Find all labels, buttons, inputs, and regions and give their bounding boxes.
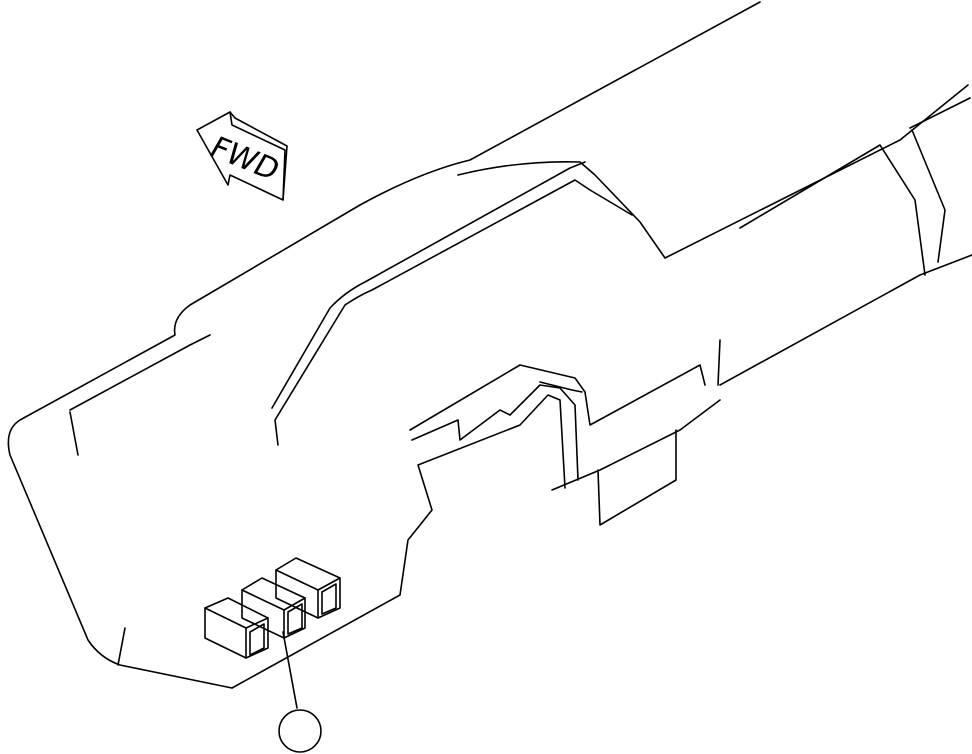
meter-hood-inner xyxy=(274,179,633,446)
meter-hood-right-inner xyxy=(911,129,946,263)
meter-hood-lower xyxy=(719,254,972,386)
switch-left-body xyxy=(204,597,269,659)
console-lower-box xyxy=(597,429,677,526)
callout-leader-line xyxy=(282,631,298,709)
panel-front-edge xyxy=(231,394,566,689)
switch-right xyxy=(275,557,341,619)
direction-arrow-icon xyxy=(196,111,286,201)
panel-lower-left xyxy=(117,627,126,666)
center-console xyxy=(409,364,721,526)
console-right-edge xyxy=(551,399,721,491)
switch-group xyxy=(204,557,341,659)
meter-hood xyxy=(271,129,972,446)
switch-right-rocker xyxy=(321,583,337,615)
panel-top-edge xyxy=(7,1,761,689)
meter-hood-outer xyxy=(271,161,586,409)
fwd-arrow-depth xyxy=(229,111,288,201)
dashboard-body xyxy=(7,1,971,689)
panel-hood-line xyxy=(457,84,969,259)
console-opening-outer xyxy=(409,364,706,431)
callout-circle-icon xyxy=(278,709,322,753)
meter-hood-right xyxy=(739,144,926,276)
console-opening-step xyxy=(539,381,583,393)
console-opening-inner xyxy=(411,384,579,481)
panel-left-face xyxy=(69,334,211,411)
switch-right-body xyxy=(275,557,341,619)
panel-left-face-inner xyxy=(69,411,79,456)
switch-middle-rocker xyxy=(287,603,303,635)
switch-middle-body xyxy=(241,577,306,639)
meter-hood-lower-2 xyxy=(717,339,721,386)
switch-left xyxy=(204,597,269,659)
panel-hood-line-2 xyxy=(909,97,971,129)
callout xyxy=(278,631,322,753)
fwd-arrow: FWD xyxy=(196,111,288,201)
